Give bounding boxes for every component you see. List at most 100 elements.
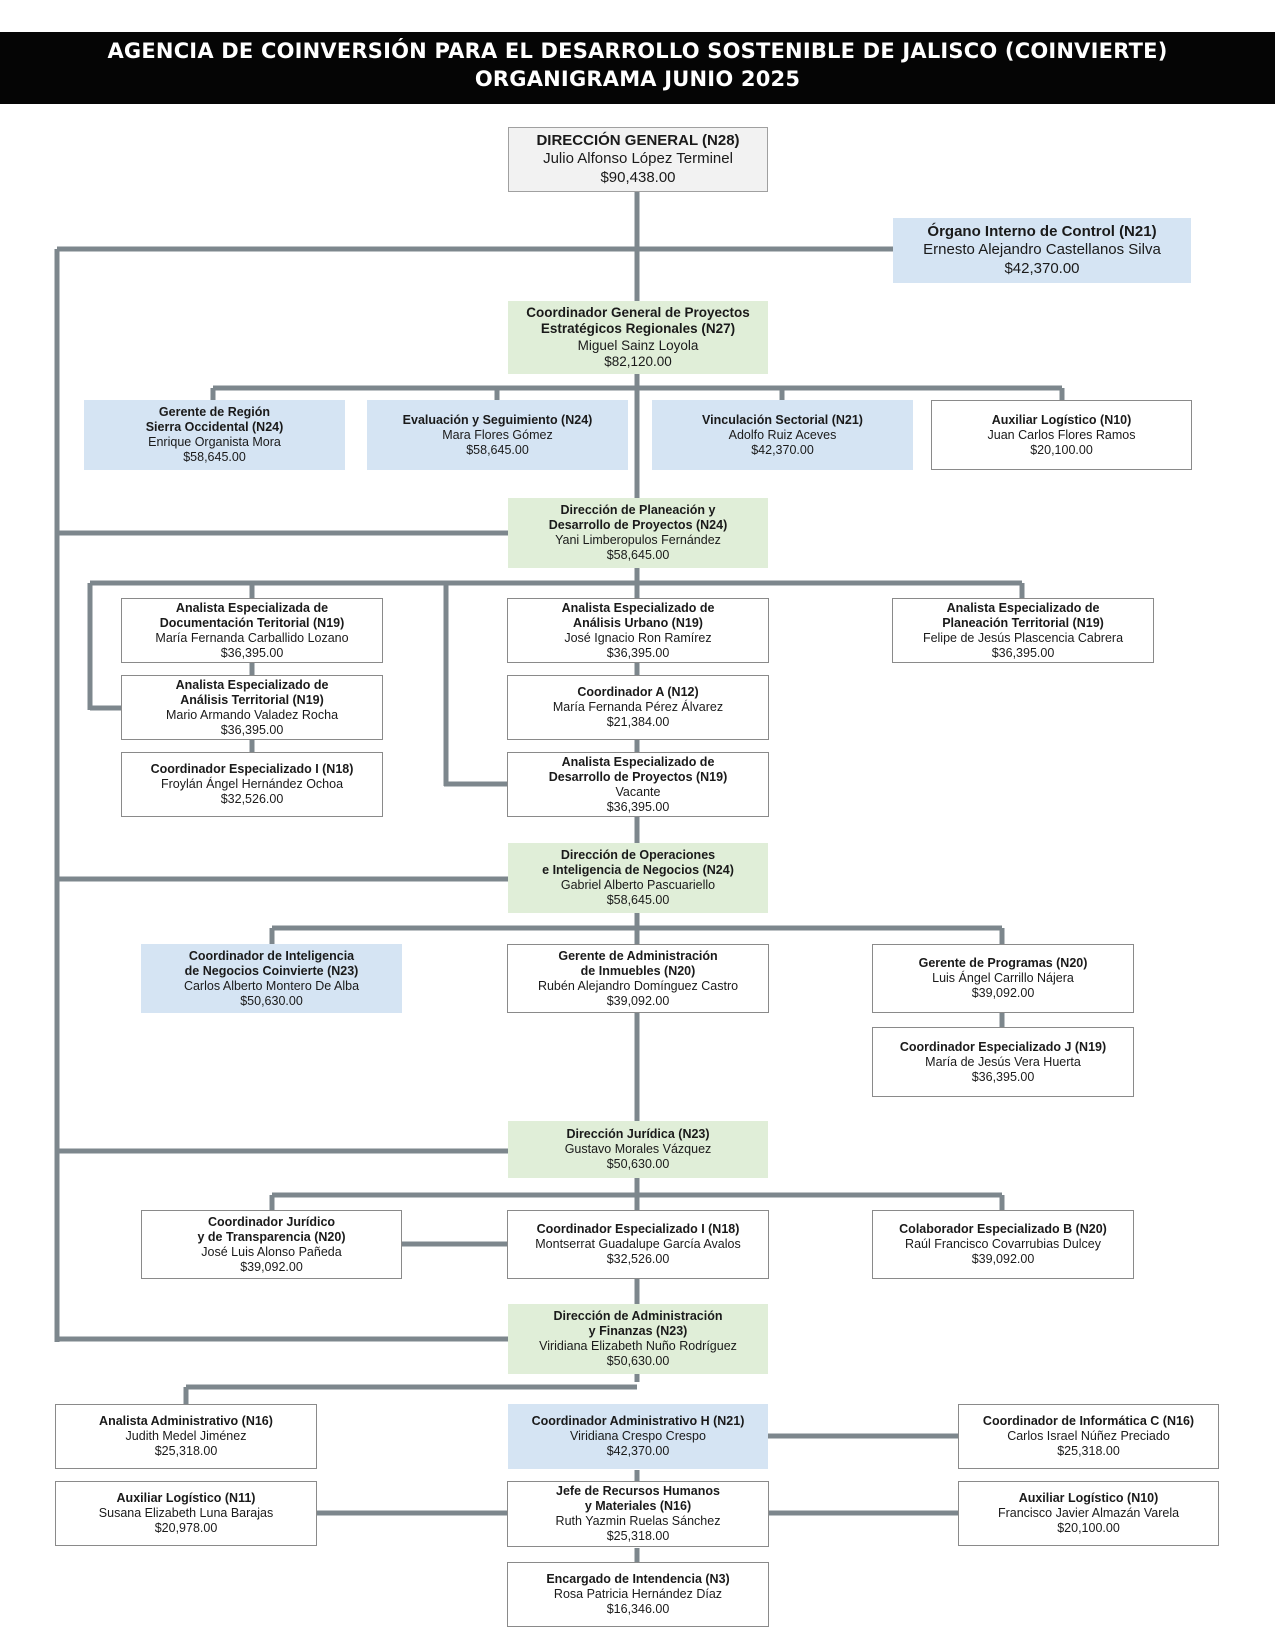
node-salary: $20,100.00 xyxy=(1057,1521,1120,1535)
node-title: Analista Especializado de Análisis Terri… xyxy=(175,677,329,707)
node-title: Coordinador Jurídico y de Transparencia … xyxy=(197,1214,346,1244)
node-salary: $36,395.00 xyxy=(991,645,1055,660)
node-title: Analista Especializado de Planeación Ter… xyxy=(942,600,1104,630)
node-coordinador-inteligencia-negocios: Coordinador de Inteligencia de Negocios … xyxy=(141,944,402,1013)
header-title-line1: AGENCIA DE COINVERSIÓN PARA EL DESARROLL… xyxy=(107,39,1168,63)
node-colaborador-especializado-b: Colaborador Especializado B (N20) Raúl F… xyxy=(872,1210,1134,1279)
node-auxiliar-logistico-n11: Auxiliar Logístico (N11) Susana Elizabet… xyxy=(55,1481,317,1546)
node-title: Analista Especializado de Desarrollo de … xyxy=(548,754,728,784)
node-coordinador-especializado-i-a: Coordinador Especializado I (N18) Froylá… xyxy=(121,752,383,817)
node-title: DIRECCIÓN GENERAL (N28) xyxy=(536,132,740,150)
node-evaluacion-seguimiento: Evaluación y Seguimiento (N24) Mara Flor… xyxy=(367,400,628,470)
node-title: Coordinador General de Proyectos Estraté… xyxy=(526,305,750,337)
node-direccion-administracion-finanzas: Dirección de Administración y Finanzas (… xyxy=(508,1304,768,1374)
node-title: Coordinador de Inteligencia de Negocios … xyxy=(184,948,359,978)
node-name: Susana Elizabeth Luna Barajas xyxy=(98,1506,274,1520)
node-direccion-general: DIRECCIÓN GENERAL (N28) Julio Alfonso Ló… xyxy=(508,127,768,192)
node-organo-interno-control: Órgano Interno de Control (N21) Ernesto … xyxy=(893,218,1191,283)
node-direccion-juridica: Dirección Jurídica (N23) Gustavo Morales… xyxy=(508,1121,768,1178)
node-title: Dirección de Planeación y Desarrollo de … xyxy=(548,503,728,532)
node-salary: $58,645.00 xyxy=(466,442,529,457)
node-name: Gustavo Morales Vázquez xyxy=(564,1142,712,1156)
node-salary: $50,630.00 xyxy=(606,1157,670,1171)
node-coordinador-especializado-j: Coordinador Especializado J (N19) María … xyxy=(872,1027,1134,1097)
node-direccion-operaciones: Dirección de Operaciones e Inteligencia … xyxy=(508,843,768,913)
node-title: Coordinador de Informática C (N16) xyxy=(982,1414,1195,1428)
node-name: Luis Ángel Carrillo Nájera xyxy=(932,971,1074,985)
node-salary: $25,318.00 xyxy=(1057,1444,1120,1458)
node-name: Carlos Israel Núñez Preciado xyxy=(1007,1429,1170,1443)
node-salary: $90,438.00 xyxy=(600,168,676,186)
node-gerente-region-sierra: Gerente de Región Sierra Occidental (N24… xyxy=(84,400,345,470)
node-title: Dirección de Operaciones e Inteligencia … xyxy=(542,848,734,877)
node-salary: $32,526.00 xyxy=(220,792,284,806)
node-salary: $36,395.00 xyxy=(606,645,670,660)
node-title: Analista Administrativo (N16) xyxy=(99,1414,273,1428)
node-title: Jefe de Recursos Humanos y Materiales (N… xyxy=(556,1484,720,1513)
node-name: Juan Carlos Flores Ramos xyxy=(987,427,1136,442)
node-salary: $39,092.00 xyxy=(971,986,1035,1000)
node-title: Coordinador A (N12) xyxy=(577,685,699,699)
node-title: Auxiliar Logístico (N11) xyxy=(116,1491,256,1505)
node-title: Auxiliar Logístico (N10) xyxy=(991,412,1132,427)
node-name: Enrique Organista Mora xyxy=(148,435,281,449)
node-salary: $50,630.00 xyxy=(606,1354,670,1368)
node-coordinador-general-proyectos: Coordinador General de Proyectos Estraté… xyxy=(508,301,768,374)
node-coordinador-a: Coordinador A (N12) María Fernanda Pérez… xyxy=(507,675,769,740)
node-title: Dirección de Administración y Finanzas (… xyxy=(553,1309,723,1338)
node-coordinador-administrativo-h: Coordinador Administrativo H (N21) Virid… xyxy=(508,1404,768,1469)
node-title: Encargado de Intendencia (N3) xyxy=(546,1572,730,1586)
node-name: Francisco Javier Almazán Varela xyxy=(997,1506,1180,1520)
node-name: Ernesto Alejandro Castellanos Silva xyxy=(923,241,1161,259)
node-name: Froylán Ángel Hernández Ochoa xyxy=(160,777,344,791)
node-title: Evaluación y Seguimiento (N24) xyxy=(402,412,593,427)
node-jefe-recursos-humanos: Jefe de Recursos Humanos y Materiales (N… xyxy=(507,1481,769,1547)
header-bar: AGENCIA DE COINVERSIÓN PARA EL DESARROLL… xyxy=(0,32,1275,104)
node-salary: $36,395.00 xyxy=(606,799,670,814)
node-salary: $58,645.00 xyxy=(606,893,670,907)
node-name: Felipe de Jesús Plascencia Cabrera xyxy=(922,630,1124,645)
node-name: José Ignacio Ron Ramírez xyxy=(564,630,712,645)
node-title: Coordinador Especializado I (N18) xyxy=(150,762,354,776)
node-title: Órgano Interno de Control (N21) xyxy=(927,223,1157,241)
node-name: Rubén Alejandro Domínguez Castro xyxy=(537,978,739,993)
node-analista-planeacion-territorial: Analista Especializado de Planeación Ter… xyxy=(892,598,1154,663)
node-name: Ruth Yazmin Ruelas Sánchez xyxy=(555,1514,721,1528)
node-salary: $58,645.00 xyxy=(606,548,670,562)
node-salary: $25,318.00 xyxy=(154,1444,218,1458)
node-salary: $36,395.00 xyxy=(220,645,284,660)
node-salary: $20,978.00 xyxy=(154,1521,218,1535)
node-salary: $39,092.00 xyxy=(971,1252,1035,1266)
node-name: Miguel Sainz Loyola xyxy=(577,337,699,353)
node-name: Mario Armando Valadez Rocha xyxy=(165,707,339,722)
node-salary: $39,092.00 xyxy=(240,1259,303,1274)
node-name: Carlos Alberto Montero De Alba xyxy=(183,978,360,993)
node-salary: $36,395.00 xyxy=(220,722,284,737)
node-title: Gerente de Programas (N20) xyxy=(918,956,1088,970)
node-gerente-administracion-inmuebles: Gerente de Administración de Inmuebles (… xyxy=(507,944,769,1013)
node-analista-documentacion-territorial: Analista Especializada de Documentación … xyxy=(121,598,383,663)
node-salary: $36,395.00 xyxy=(971,1069,1035,1084)
node-analista-administrativo: Analista Administrativo (N16) Judith Med… xyxy=(55,1404,317,1469)
node-salary: $32,526.00 xyxy=(606,1252,670,1266)
node-name: Vacante xyxy=(615,784,661,799)
node-title: Gerente de Administración de Inmuebles (… xyxy=(558,948,718,978)
node-salary: $82,120.00 xyxy=(604,353,672,369)
node-salary: $58,645.00 xyxy=(183,450,246,464)
node-name: María Fernanda Pérez Álvarez xyxy=(552,700,724,714)
node-title: Coordinador Especializado J (N19) xyxy=(899,1039,1107,1054)
node-name: Rosa Patricia Hernández Díaz xyxy=(553,1587,723,1601)
node-coordinador-juridico-transparencia: Coordinador Jurídico y de Transparencia … xyxy=(141,1210,402,1279)
node-name: José Luis Alonso Pañeda xyxy=(201,1244,342,1259)
node-name: María Fernanda Carballido Lozano xyxy=(155,630,349,645)
node-title: Analista Especializado de Análisis Urban… xyxy=(561,600,715,630)
node-title: Dirección Jurídica (N23) xyxy=(566,1127,710,1141)
node-gerente-programas: Gerente de Programas (N20) Luis Ángel Ca… xyxy=(872,944,1134,1013)
node-title: Auxiliar Logístico (N10) xyxy=(1018,1491,1159,1505)
node-name: Raúl Francisco Covarrubias Dulcey xyxy=(905,1237,1101,1251)
node-title: Coordinador Especializado I (N18) xyxy=(536,1222,740,1236)
node-name: Adolfo Ruiz Aceves xyxy=(728,427,837,442)
node-analista-analisis-territorial: Analista Especializado de Análisis Terri… xyxy=(121,675,383,740)
node-title: Vinculación Sectorial (N21) xyxy=(702,412,863,427)
node-salary: $16,346.00 xyxy=(606,1602,670,1616)
